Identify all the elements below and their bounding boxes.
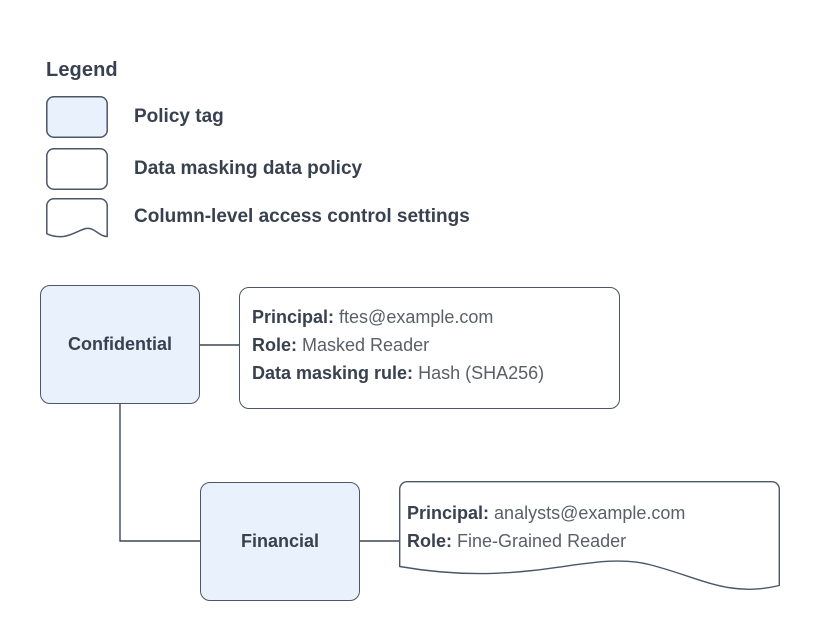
detail-text-block: Principal: analysts@example.com Role: Fi…	[407, 499, 685, 555]
detail-value: analysts@example.com	[494, 503, 686, 523]
policy-tag-swatch-icon	[46, 96, 108, 138]
column-access-settings-swatch-icon	[46, 198, 108, 240]
detail-value: ftes@example.com	[339, 307, 494, 327]
detail-key: Principal:	[407, 503, 490, 523]
legend-item-label: Policy tag	[134, 106, 224, 127]
data-masking-policy-swatch-icon	[46, 148, 108, 190]
detail-value: Fine-Grained Reader	[457, 531, 627, 551]
detail-box-financial-settings[interactable]: Principal: analysts@example.com Role: Fi…	[399, 481, 780, 593]
legend-item-label: Data masking data policy	[134, 158, 363, 179]
document-shape-icon	[399, 481, 780, 590]
edge-confidential-to-financial	[119, 404, 200, 542]
detail-key: Principal:	[252, 307, 335, 327]
detail-text-block: Principal: ftes@example.com Role: Masked…	[252, 303, 544, 387]
detail-line: Data masking rule: Hash (SHA256)	[252, 359, 544, 387]
detail-line: Role: Fine-Grained Reader	[407, 527, 685, 555]
detail-key: Role:	[252, 335, 297, 355]
detail-line: Principal: ftes@example.com	[252, 303, 544, 331]
detail-line: Role: Masked Reader	[252, 331, 544, 359]
node-label: Financial	[240, 531, 320, 551]
legend-title: Legend	[46, 59, 118, 81]
node-confidential[interactable]: Confidential	[40, 285, 200, 404]
node-label: Confidential	[68, 334, 172, 354]
legend-item-label: Column-level access control settings	[134, 206, 470, 227]
detail-key: Role:	[407, 531, 452, 551]
detail-value: Masked Reader	[302, 335, 430, 355]
node-financial[interactable]: Financial	[200, 482, 360, 601]
detail-key: Data masking rule:	[252, 363, 414, 383]
detail-value: Hash (SHA256)	[418, 363, 545, 383]
detail-box-confidential-policy[interactable]: Principal: ftes@example.com Role: Masked…	[239, 287, 620, 409]
detail-line: Principal: analysts@example.com	[407, 499, 685, 527]
